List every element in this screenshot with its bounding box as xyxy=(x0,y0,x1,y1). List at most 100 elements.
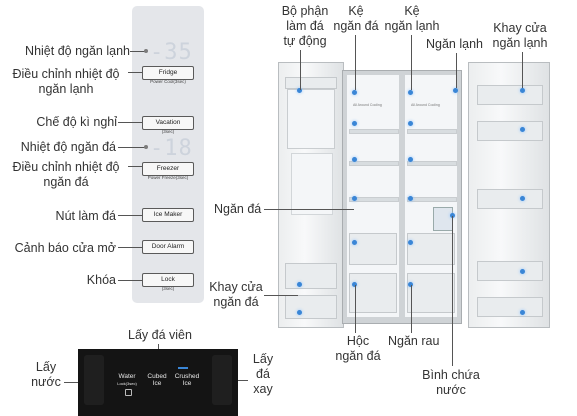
ice-maker-button[interactable]: Ice Maker xyxy=(142,208,194,222)
cooling-badge: All Around Cooling xyxy=(411,103,440,107)
indicator-dot xyxy=(352,282,357,287)
label-crushed-ice: Lấy đá xay xyxy=(248,352,278,397)
freezer-door-bin xyxy=(285,295,337,319)
label-fridge-shelf: Kệ ngăn lạnh xyxy=(384,4,440,34)
water-button[interactable]: Water Lock(3sec) xyxy=(112,373,142,387)
indicator-dot xyxy=(297,88,302,93)
label-freezer-adjust: Điều chỉnh nhiệt độ ngăn đá xyxy=(4,160,128,190)
label-fridge-door-bin: Khay cửa ngăn lạnh xyxy=(490,21,550,51)
leader-line xyxy=(264,295,298,296)
crushed-ice-button[interactable]: Crushed Ice xyxy=(172,373,202,387)
leader-line xyxy=(264,209,354,210)
label-freezer-shelf: Kệ ngăn đá xyxy=(330,4,382,34)
freezer-shelf xyxy=(349,197,399,202)
label-fridge-temp: Nhiệt độ ngăn lạnh xyxy=(25,44,130,58)
fridge-button[interactable]: Fridge xyxy=(142,66,194,80)
label-line: ngăn lạnh xyxy=(38,82,94,96)
leader-line xyxy=(118,247,142,248)
leader-dot xyxy=(144,145,148,149)
leader-dot xyxy=(144,49,148,53)
indicator-dot xyxy=(453,88,458,93)
label-line: xay xyxy=(253,382,273,396)
leader-line xyxy=(456,53,457,88)
fridge-door-bin xyxy=(477,121,543,141)
freezer-button-sub: Power Freeze(3sec) xyxy=(147,175,189,180)
cooling-badge: All Around Cooling xyxy=(353,103,382,107)
fridge-door-bin xyxy=(477,261,543,281)
label-line: đá xyxy=(256,367,270,381)
fridge-door-bin xyxy=(477,189,543,209)
leader-line xyxy=(130,51,146,52)
label-line: Lấy xyxy=(35,360,57,374)
label-line: Bình chứa xyxy=(422,368,480,382)
lock-icon xyxy=(125,389,132,396)
label-line: Khay cửa xyxy=(493,21,547,35)
label-fridge-compartment: Ngăn lạnh xyxy=(426,37,483,51)
control-panel: -35 Fridge Power Cool(3sec) Vacation (3s… xyxy=(132,6,204,303)
fridge-shelf xyxy=(407,161,457,166)
leader-line xyxy=(522,52,523,88)
lock-button[interactable]: Lock xyxy=(142,273,194,287)
leader-line xyxy=(118,147,146,148)
indicator-dot xyxy=(297,282,302,287)
indicator-dot xyxy=(520,269,525,274)
leader-line xyxy=(411,285,412,333)
leader-line xyxy=(452,216,453,366)
crushed-ice-label: Crushed xyxy=(174,373,200,380)
freezer-drawer xyxy=(349,233,397,265)
label-water-tank: Bình chứa nước xyxy=(420,368,482,398)
label-line: ngăn lạnh xyxy=(492,36,548,50)
label-lock: Khóa xyxy=(86,273,116,287)
dispenser-chute xyxy=(291,153,333,215)
ice-maker-unit xyxy=(285,77,337,89)
label-line: ngăn đá xyxy=(335,349,381,363)
label-ice-maker: Nút làm đá xyxy=(55,209,116,223)
label-vegetable-drawer: Ngăn rau xyxy=(388,334,440,348)
freezer-drawer xyxy=(349,273,397,313)
indicator-dot xyxy=(352,90,357,95)
label-line: Lấy xyxy=(252,352,274,366)
label-line: Khay cửa xyxy=(209,280,263,294)
indicator-dot xyxy=(520,196,525,201)
vegetable-drawer xyxy=(407,273,455,313)
fridge-temp-display: -35 xyxy=(150,40,193,65)
vegetable-drawer xyxy=(407,233,455,265)
indicator-dot xyxy=(408,90,413,95)
freezer-shelf xyxy=(349,161,399,166)
indicator-dot xyxy=(520,88,525,93)
fridge-door-bin xyxy=(477,297,543,317)
label-line: Kệ xyxy=(404,4,420,18)
label-freezer-temp: Nhiệt độ ngăn đá xyxy=(20,140,116,154)
cabinet: All Around Cooling All Around Cooling xyxy=(342,70,462,324)
refrigerator: All Around Cooling All Around Cooling xyxy=(278,62,550,328)
leader-line xyxy=(355,35,356,90)
freezer-door xyxy=(278,62,344,328)
label-freezer-drawer: Hộc ngăn đá xyxy=(330,334,386,364)
fridge-button-sub: Power Cool(3sec) xyxy=(150,79,186,84)
indicator-dot xyxy=(450,213,455,218)
active-indicator xyxy=(178,367,188,369)
label-freezer-door-bin: Khay cửa ngăn đá xyxy=(208,280,264,310)
leader-line xyxy=(300,50,301,90)
indicator-dot xyxy=(408,121,413,126)
leader-line xyxy=(118,122,142,123)
label-line: ngăn đá xyxy=(43,175,89,189)
door-alarm-button[interactable]: Door Alarm xyxy=(142,240,194,254)
label-line: Bộ phận xyxy=(281,4,329,18)
indicator-dot xyxy=(408,196,413,201)
leader-line xyxy=(118,280,142,281)
label-auto-ice: Bộ phận làm đá tự động xyxy=(280,4,330,49)
fridge-shelf xyxy=(407,197,457,202)
cubed-ice-button[interactable]: Cubed Ice xyxy=(144,373,170,387)
freezer-door-bin xyxy=(285,263,337,289)
indicator-dot xyxy=(352,196,357,201)
label-vacation: Chế độ kì nghỉ xyxy=(36,115,117,129)
leader-line xyxy=(355,285,356,333)
indicator-dot xyxy=(408,157,413,162)
leader-line xyxy=(128,72,142,73)
freezer-button[interactable]: Freezer xyxy=(142,162,194,176)
water-tank xyxy=(433,207,453,231)
vacation-button[interactable]: Vacation xyxy=(142,116,194,130)
indicator-dot xyxy=(352,121,357,126)
cubed-ice-label: Cubed xyxy=(147,373,167,380)
